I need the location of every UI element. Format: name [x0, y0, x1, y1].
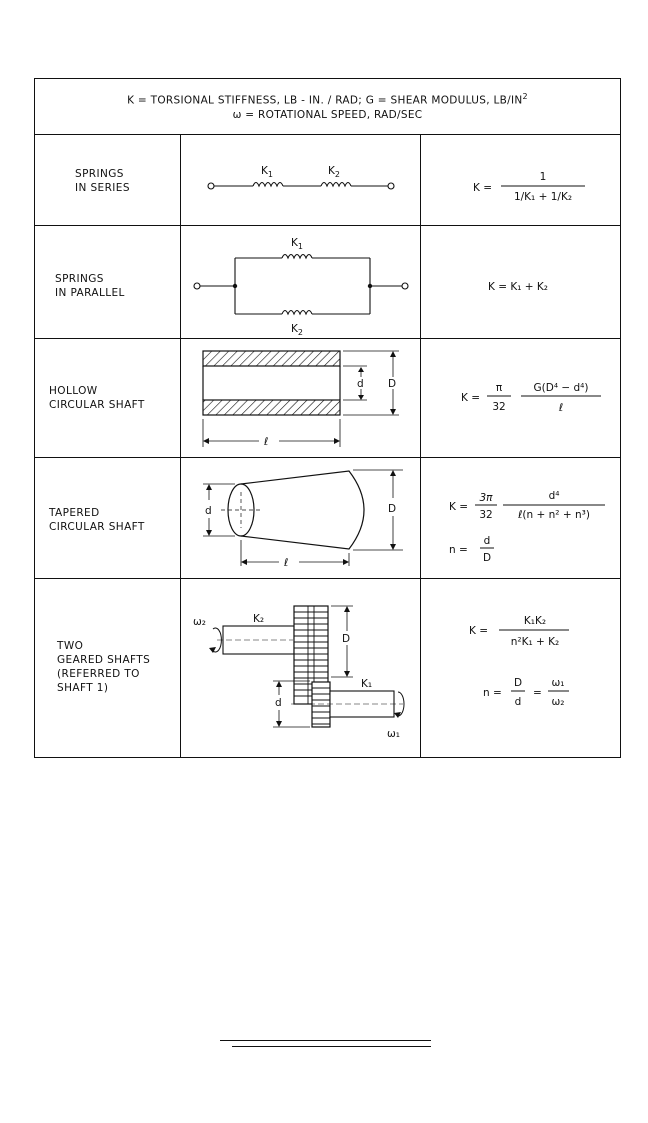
small-diameter-label: d [205, 505, 212, 517]
stiffness-table: K = TORSIONAL STIFFNESS, LB - IN. / RAD;… [34, 78, 621, 758]
formula-denominator: ℓ(n + n² + n³) [517, 509, 590, 521]
row-label-cell: SPRINGS IN PARALLEL [35, 226, 181, 338]
inner-diameter-label: d [357, 378, 364, 390]
row-label-cell: TAPERED CIRCULAR SHAFT [35, 458, 181, 578]
svg-text:K1: K1 [291, 237, 303, 251]
formula-32: 32 [479, 509, 492, 521]
formula-geared: K = K₁K₂ n²K₁ + K₂ n = D d = ω₁ ω₂ [469, 615, 569, 708]
formula-series: K = 1 1/K₁ + 1/K₂ [473, 171, 585, 203]
ratio-numerator: d [484, 535, 491, 547]
row-formula-cell: K = 3π 32 d⁴ ℓ(n + n² + n³) n = d D [421, 458, 620, 578]
small-gear-diameter-label: d [275, 697, 282, 709]
formula-numerator: K₁K₂ [524, 615, 546, 627]
row-label: TAPERED CIRCULAR SHAFT [49, 507, 145, 533]
formula-parallel: K = K₁ + K₂ [488, 281, 548, 293]
formula-numerator: G(D⁴ − d⁴) [534, 382, 589, 394]
springs-series-diagram: K1 K2 [207, 165, 395, 190]
formula-denominator: ℓ [558, 402, 563, 414]
footer-rule-1 [220, 1040, 431, 1041]
header-definitions-line2: ω = ROTATIONAL SPEED, RAD/SEC [232, 109, 423, 121]
row-figure-cell: d D ℓ [181, 458, 421, 578]
row-figure-cell: K1 K2 [181, 134, 421, 225]
row-springs-series: SPRINGS IN SERIES K1 K2 K = 1 1/ [35, 134, 620, 226]
formula-tapered: K = 3π 32 d⁴ ℓ(n + n² + n³) n = d D [449, 490, 605, 564]
k2-label: K₂ [253, 613, 264, 625]
row-geared-shafts: TWO GEARED SHAFTS (REFERRED TO SHAFT 1) [35, 579, 620, 757]
footer-rule-2 [232, 1046, 431, 1047]
k2-label: K [328, 165, 336, 177]
row-formula-cell: K = 1 1/K₁ + 1/K₂ [421, 134, 620, 225]
formula-denominator: 1/K₁ + 1/K₂ [514, 191, 572, 203]
row-label-cell: TWO GEARED SHAFTS (REFERRED TO SHAFT 1) [35, 579, 181, 757]
row-figure-cell: d D ℓ [181, 339, 421, 457]
k1-label: K [261, 165, 269, 177]
ratio-lhs: n = [449, 544, 468, 556]
equals-sign: = [533, 687, 542, 699]
springs-parallel-diagram: K1 K2 [193, 237, 409, 337]
row-tapered-shaft: TAPERED CIRCULAR SHAFT d [35, 458, 620, 579]
formula-lhs: K = [461, 392, 480, 404]
omega-ratio-numerator: ω₁ [551, 677, 564, 689]
row-label-cell: SPRINGS IN SERIES [35, 134, 181, 225]
row-hollow-shaft: HOLLOW CIRCULAR SHAFT [35, 339, 620, 458]
tapered-shaft-diagram: d D ℓ [203, 469, 403, 569]
svg-text:K2: K2 [291, 323, 303, 337]
geared-shafts-diagram: D d ω₂ K₂ K₁ ω₁ [193, 605, 405, 740]
row-formula-cell: K = K₁K₂ n²K₁ + K₂ n = D d = ω₁ ω₂ [421, 579, 620, 757]
formula-3pi: 3π [479, 492, 493, 504]
formula-numerator: d⁴ [549, 490, 560, 502]
hollow-shaft-diagram: d D ℓ [202, 350, 399, 448]
formula-hollow: K = π 32 G(D⁴ − d⁴) ℓ [461, 382, 601, 414]
row-formula-cell: K = K₁ + K₂ [421, 226, 620, 338]
formula-32: 32 [492, 401, 505, 413]
large-gear-diameter-label: D [342, 633, 350, 645]
row-label: TWO GEARED SHAFTS (REFERRED TO SHAFT 1) [57, 640, 151, 694]
formula-denominator: n²K₁ + K₂ [511, 636, 560, 648]
ratio-numerator: D [514, 677, 522, 689]
ratio-denominator: d [515, 696, 522, 708]
row-figure-cell: K1 K2 [181, 226, 421, 338]
k1-label: K [291, 237, 299, 249]
ratio-denominator: D [483, 552, 491, 564]
svg-text:K1: K1 [261, 165, 273, 179]
row-formula-cell: K = π 32 G(D⁴ − d⁴) ℓ [421, 339, 620, 457]
row-label: HOLLOW CIRCULAR SHAFT [49, 385, 145, 411]
row-figure-cell: D d ω₂ K₂ K₁ ω₁ [181, 579, 421, 757]
k2-label: K [291, 323, 299, 335]
row-springs-parallel: SPRINGS IN PARALLEL K1 K2 [35, 226, 620, 339]
outer-diameter-label: D [388, 378, 396, 390]
svg-text:K2: K2 [328, 165, 340, 179]
formula-lhs: K = [449, 501, 468, 513]
ratio-lhs: n = [483, 687, 502, 699]
large-diameter-label: D [388, 503, 396, 515]
header-superscript: 2 [522, 92, 528, 101]
omega2-label: ω₂ [193, 616, 206, 628]
row-label-cell: HOLLOW CIRCULAR SHAFT [35, 339, 181, 457]
length-label: ℓ [283, 557, 288, 569]
omega-ratio-denominator: ω₂ [551, 696, 564, 708]
formula-lhs: K = [469, 625, 488, 637]
k1-label: K₁ [361, 678, 372, 690]
row-label: SPRINGS IN PARALLEL [55, 273, 125, 299]
row-label: SPRINGS IN SERIES [75, 168, 130, 194]
formula-lhs: K = [473, 182, 492, 194]
formula-text: K = K₁ + K₂ [488, 281, 548, 293]
omega1-label: ω₁ [387, 728, 400, 740]
formula-pi: π [496, 382, 503, 394]
formula-numerator: 1 [540, 171, 547, 183]
table-header: K = TORSIONAL STIFFNESS, LB - IN. / RAD;… [35, 79, 620, 135]
length-label: ℓ [263, 436, 268, 448]
header-definitions-line1: K = TORSIONAL STIFFNESS, LB - IN. / RAD;… [127, 92, 528, 107]
